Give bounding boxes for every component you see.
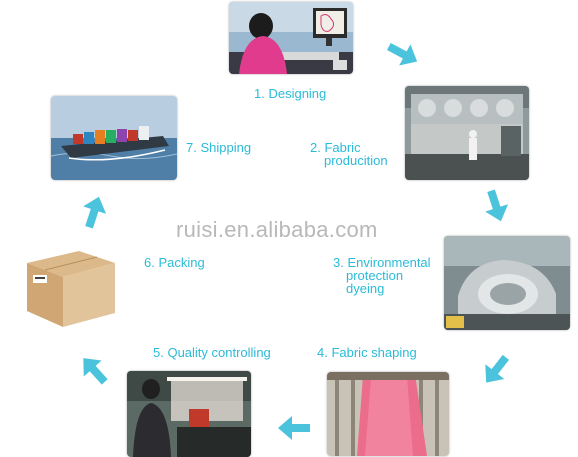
chevron-arrow-icon [376,27,430,81]
step-3-label-line-1: 3. Environmental [333,255,431,270]
step-3-label-line-3: dyeing [346,281,385,296]
step-3-label-line-2: protection [346,268,404,283]
designing-photo [229,2,353,74]
step-2-label: 2. Fabric producition [310,141,388,167]
watermark-text: ruisi.en.alibaba.com [176,217,378,242]
step-2-label-line-1: 2. Fabric [310,140,361,155]
step-1-label: 1. Designing [254,86,327,101]
chevron-arrow-icon [66,342,122,398]
fabric-shaping-photo [327,372,449,456]
chevron-arrow-icon [69,187,119,237]
step-7-label: 7. Shipping [186,140,252,155]
chevron-arrow-icon [274,408,314,448]
step-4-label: 4. Fabric shaping [317,345,417,360]
dyeing-photo [444,236,570,330]
shipping-photo [51,96,177,180]
step-6-label: 6. Packing [144,255,205,270]
step-3-label: 3. Environmental protection dyeing [333,256,431,295]
quality-controlling-photo [127,371,251,457]
fabric-production-photo [405,86,529,180]
chevron-arrow-icon [468,342,524,398]
step-5-label: 5. Quality controlling [153,345,271,360]
step-2-label-line-2: producition [324,153,388,168]
chevron-arrow-icon [471,181,521,231]
packing-photo [23,243,119,331]
